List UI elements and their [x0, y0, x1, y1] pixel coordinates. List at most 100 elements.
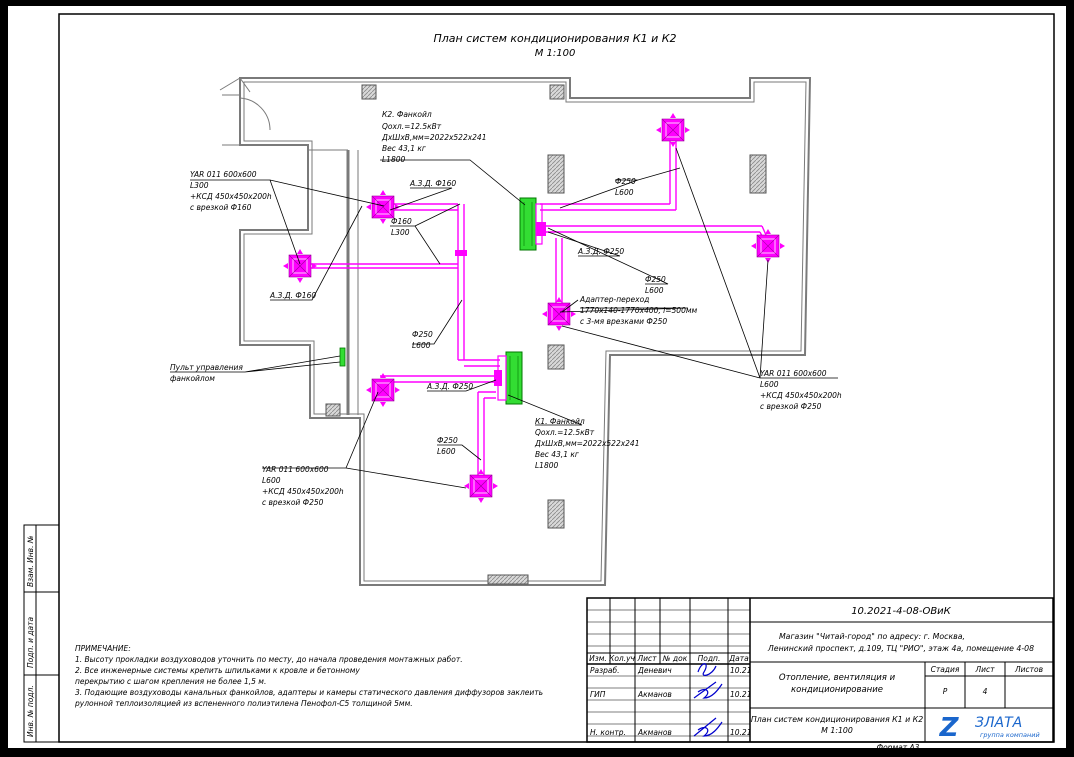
f250-right-label: Ф250	[645, 275, 666, 284]
pult-label: Пульт управления	[170, 363, 243, 372]
azd160-left-label: А.З.Д. Ф160	[269, 291, 316, 300]
k1-line: ДхШхВ,мм=2022х522х241	[534, 439, 639, 448]
drawing-scale: М 1:100	[535, 48, 576, 59]
leaders	[170, 147, 838, 489]
yar-left-line: L300	[190, 181, 209, 190]
stage-value: Р	[943, 687, 948, 696]
f250-mid-label: L600	[412, 341, 431, 350]
drawing-title: План систем кондиционирования К1 и К2	[433, 32, 676, 45]
notes-heading: ПРИМЕЧАНИЕ:	[75, 644, 131, 653]
col-header: Подп.	[698, 654, 721, 663]
section-line: кондиционирование	[791, 685, 883, 695]
row-name: Акманов	[637, 690, 672, 699]
f250-low-label: Ф250	[437, 436, 458, 445]
ducts	[300, 128, 771, 482]
stamp-sign: Подп. и дата	[26, 617, 35, 668]
object-line: Магазин "Читай-город" по адресу: г. Моск…	[779, 632, 965, 641]
logo-icon: Z	[939, 713, 960, 743]
col-header: Лист	[636, 654, 657, 663]
k2-line: Вес 43,1 кг	[382, 144, 426, 153]
k1-line: Qохл.=12.5кВт	[535, 428, 595, 437]
adapter-label: Адаптер-переход	[579, 295, 649, 304]
f250-top-label: L600	[615, 188, 634, 197]
yar-left-line: с врезкой Ф160	[190, 203, 252, 212]
sheet-title-line: План систем кондиционирования К1 и К2	[751, 715, 923, 724]
k2-line: L1800	[382, 155, 405, 164]
col-header: № док	[662, 654, 688, 663]
columns	[325, 84, 767, 585]
sheet-label: Лист	[974, 665, 995, 674]
signatures	[693, 663, 723, 737]
k2-line: ДхШхВ,мм=2022х522х241	[381, 133, 486, 142]
yar-bottom-line: с врезкой Ф250	[262, 498, 324, 507]
col-header: Дата	[728, 654, 749, 663]
row-date: 10.21	[730, 690, 751, 699]
azd250-mid-label: А.З.Д. Ф250	[426, 382, 473, 391]
azd160-top-label: А.З.Д. Ф160	[409, 179, 456, 188]
logo-name: ЗЛАТА	[975, 715, 1022, 731]
k2-line: Qохл.=12.5кВт	[382, 122, 442, 131]
f250-right-label: L600	[645, 286, 664, 295]
doc-code: 10.2021-4-08-ОВиК	[851, 606, 951, 617]
floor-plan	[239, 77, 812, 586]
f250-low-label: L600	[437, 447, 456, 456]
title-block	[586, 597, 1054, 743]
paper	[8, 6, 1066, 748]
col-header: Изм.	[589, 654, 607, 663]
pult-label: фанкойлом	[170, 374, 215, 383]
k1-line: L1800	[535, 461, 558, 470]
yar-bottom-line: L600	[262, 476, 281, 485]
note-line: рулонной теплоизоляцией из вспененного п…	[74, 699, 413, 708]
notes: ПРИМЕЧАНИЕ: 1. Высоту прокладки воздухов…	[74, 644, 543, 708]
k1-title: К1. Фанкойл	[535, 417, 585, 426]
row-role: Н. контр.	[590, 728, 626, 737]
fancoil-k2	[519, 197, 543, 251]
control-panel	[339, 347, 346, 367]
note-line: 2. Все инженерные системы крепить шпильк…	[75, 666, 360, 675]
yar-bottom-line: +КСД 450х450х200h	[262, 487, 344, 496]
sheets-label: Листов	[1014, 665, 1043, 674]
door-swing	[219, 77, 271, 146]
callouts: К2. Фанкойл Qохл.=12.5кВт ДхШхВ,мм=2022х…	[170, 110, 842, 507]
row-role: ГИП	[590, 690, 606, 699]
drawing-frame	[58, 13, 1055, 743]
yar-right-line: YAR 011 600х600	[760, 369, 827, 378]
k1-line: Вес 43,1 кг	[535, 450, 579, 459]
row-name: Акманов	[637, 728, 672, 737]
sheet-value: 4	[983, 687, 988, 696]
stamp-replace: Взам. Инв. №	[26, 535, 35, 587]
row-name: Деневич	[637, 666, 672, 675]
k2-title: К2. Фанкойл	[382, 110, 432, 119]
yar-right-line: L600	[760, 380, 779, 389]
row-date: 10.21	[730, 666, 751, 675]
adapter-label: с 3-мя врезками Ф250	[580, 317, 667, 326]
logo-sub: группа компаний	[980, 731, 1040, 739]
stamp-inv: Инв. № подл.	[26, 685, 35, 737]
f250-top-label: Ф250	[615, 177, 636, 186]
note-line: перекрытию с шагом крепления не более 1,…	[75, 677, 266, 686]
stage-label: Стадия	[931, 665, 960, 674]
fancoil-k1	[497, 351, 523, 405]
yar-right-line: +КСД 450х450х200h	[760, 391, 842, 400]
note-line: 3. Подающие воздуховоды канальных фанкой…	[75, 688, 543, 697]
yar-left-line: +КСД 450х450х200h	[190, 192, 272, 201]
f160-label: L300	[391, 228, 410, 237]
note-line: 1. Высоту прокладки воздуховодов уточнит…	[75, 655, 463, 664]
side-stamp	[23, 524, 60, 743]
yar-bottom-line: YAR 011 600х600	[262, 465, 329, 474]
azd250-right-label: А.З.Д. Ф250	[577, 247, 624, 256]
yar-right-line: с врезкой Ф250	[760, 402, 822, 411]
row-date: 10.21	[730, 728, 751, 737]
title-block-texts: 10.2021-4-08-ОВиК Магазин "Читай-город" …	[589, 606, 1043, 737]
f250-mid-label: Ф250	[412, 330, 433, 339]
col-header: Кол.уч	[609, 654, 636, 663]
zlata-logo: Z ЗЛАТА группа компаний	[931, 712, 1040, 743]
sheet-title-line: М 1:100	[821, 726, 853, 735]
f160-label: Ф160	[391, 217, 412, 226]
row-role: Разраб.	[590, 666, 619, 675]
adapter-label: 1770х140-1770х400, l=500мм	[580, 306, 697, 315]
object-line: Ленинский проспект, д.109, ТЦ "РИО", эта…	[767, 644, 1034, 653]
section-line: Отопление, вентиляция и	[779, 673, 896, 683]
yar-left-line: YAR 011 600х600	[190, 170, 257, 179]
